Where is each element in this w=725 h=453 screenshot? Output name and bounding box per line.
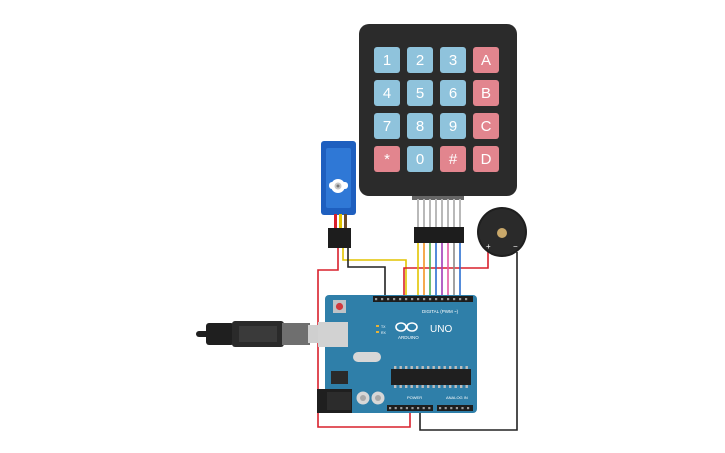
wire-buzzer-minus[interactable]	[419, 252, 518, 431]
buzzer-minus-label: −	[513, 242, 518, 251]
power-label: POWER	[407, 395, 422, 400]
keypad-key-label: 5	[416, 85, 424, 102]
keypad-key-d[interactable]: D	[473, 146, 499, 172]
keypad-key-star[interactable]: *	[374, 146, 400, 172]
servo-motor-icon[interactable]	[321, 141, 356, 248]
keypad-connector	[412, 196, 464, 243]
keypad-key-8[interactable]: 8	[407, 113, 433, 139]
keypad-key-9[interactable]: 9	[440, 113, 466, 139]
keypad-key-hash[interactable]: #	[440, 146, 466, 172]
microcontroller-chip	[391, 369, 471, 385]
wire-servo-signal[interactable]	[342, 248, 407, 298]
wires	[317, 243, 518, 431]
keypad-key-label: B	[481, 85, 491, 102]
keypad-key-1[interactable]: 1	[374, 47, 400, 73]
buzzer-plus-label: +	[486, 242, 491, 251]
keypad-key-b[interactable]: B	[473, 80, 499, 106]
analog-header	[437, 405, 473, 411]
keypad-key-4[interactable]: 4	[374, 80, 400, 106]
keypad-keys: 1 2 3 A 4 5 6 B 7 8 9 C * 0 # D	[374, 47, 499, 172]
power-header	[387, 405, 433, 411]
keypad-key-2[interactable]: 2	[407, 47, 433, 73]
keypad-key-label: *	[384, 151, 390, 168]
keypad-key-label: C	[481, 118, 492, 135]
wire-servo-ground[interactable]	[347, 248, 386, 298]
keypad-key-label: 0	[416, 151, 424, 168]
usb-port	[318, 322, 348, 347]
keypad-key-3[interactable]: 3	[440, 47, 466, 73]
keypad-key-c[interactable]: C	[473, 113, 499, 139]
digital-label: DIGITAL (PWM ~)	[422, 309, 459, 314]
keypad-key-label: #	[449, 151, 458, 168]
keypad-key-6[interactable]: 6	[440, 80, 466, 106]
keypad-key-label: A	[481, 52, 491, 69]
keypad-key-label: 8	[416, 118, 424, 135]
keypad-key-label: 2	[416, 52, 424, 69]
piezo-buzzer-icon[interactable]: + −	[477, 207, 527, 257]
keypad-key-label: 1	[383, 52, 391, 69]
board-brand: ARDUINO	[398, 335, 419, 340]
wire-buzzer-plus[interactable]	[403, 252, 489, 298]
wire-servo-power[interactable]	[317, 248, 411, 428]
keypad-key-label: 4	[383, 85, 391, 102]
keypad-key-label: D	[481, 151, 492, 168]
keypad-key-label: 3	[449, 52, 457, 69]
keypad-key-7[interactable]: 7	[374, 113, 400, 139]
tx-label: TX	[381, 325, 386, 329]
keypad-key-5[interactable]: 5	[407, 80, 433, 106]
keypad-key-label: 9	[449, 118, 457, 135]
arduino-uno-board[interactable]: DIGITAL (PWM ~) ARDUINO UNO TX RX	[317, 295, 477, 413]
keypad-key-label: 6	[449, 85, 457, 102]
analog-label: ANALOG IN	[446, 395, 468, 400]
reset-button[interactable]	[335, 302, 344, 311]
keypad-key-0[interactable]: 0	[407, 146, 433, 172]
keypad-key-label: 7	[383, 118, 391, 135]
board-model: UNO	[430, 324, 452, 335]
keypad-key-a[interactable]: A	[473, 47, 499, 73]
arduino-logo: ARDUINO	[395, 322, 419, 340]
keypad-4x4[interactable]: 1 2 3 A 4 5 6 B 7 8 9 C * 0 # D	[359, 24, 517, 243]
rx-label: RX	[381, 331, 387, 335]
